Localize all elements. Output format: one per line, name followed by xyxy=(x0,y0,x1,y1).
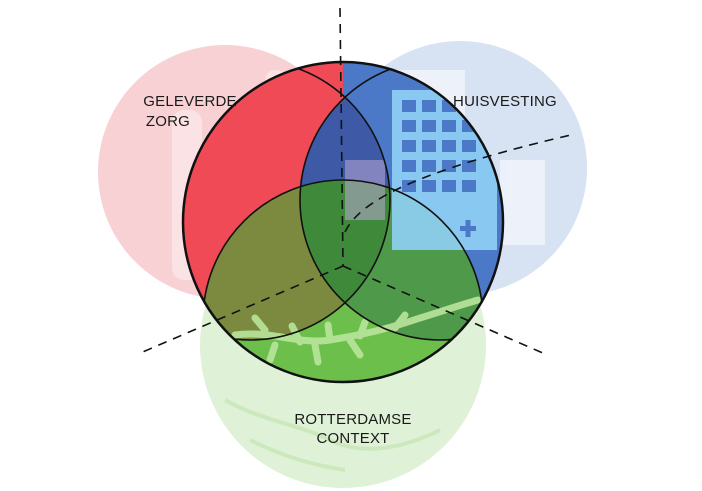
cross-icon xyxy=(460,220,476,237)
main-circle-outline xyxy=(181,60,505,384)
care-label-line2: ZORG xyxy=(146,113,190,130)
housing-outline xyxy=(299,62,503,341)
context-label: ROTTERDAMSE xyxy=(294,411,411,428)
care-label: GELEVERDE xyxy=(143,93,237,110)
axis-lines xyxy=(137,7,576,355)
center-overlap xyxy=(300,180,390,340)
care-outline xyxy=(183,62,391,341)
river-map-faded xyxy=(224,398,441,472)
context-label-line2: CONTEXT xyxy=(316,430,389,447)
housing-label: HUISVESTING xyxy=(453,93,557,110)
